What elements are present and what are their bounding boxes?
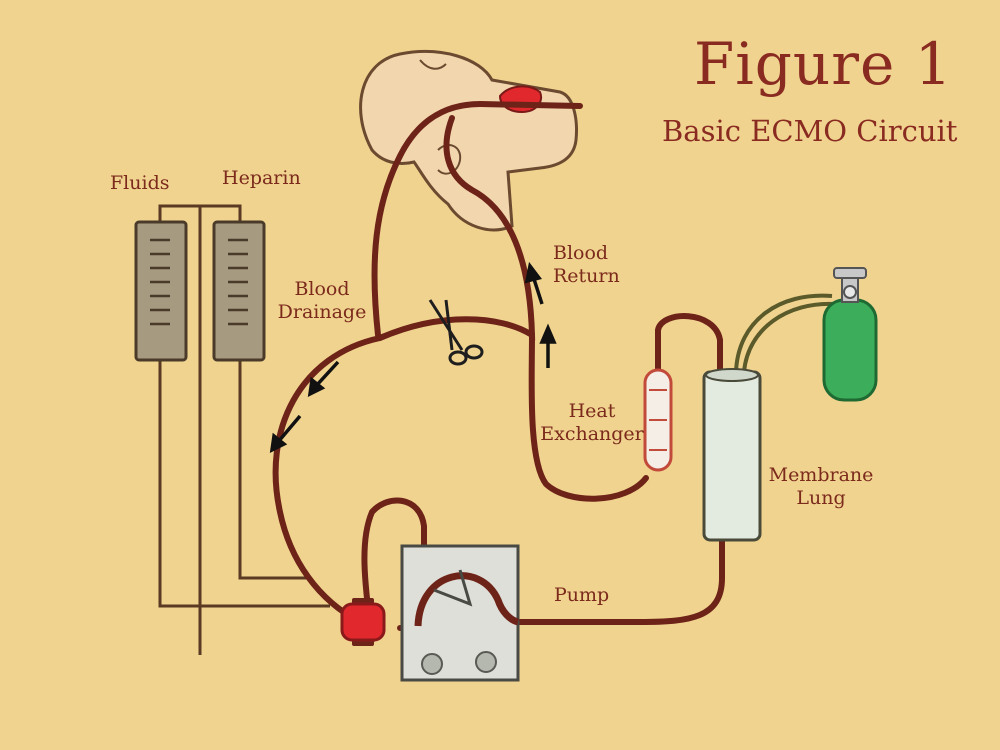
label-pump: Pump	[554, 584, 610, 606]
iv-stand	[158, 204, 330, 655]
fluids-bag-icon	[134, 220, 188, 362]
clamp-scissors-icon	[428, 299, 484, 366]
label-membrane-lung: Membrane Lung	[768, 464, 874, 509]
label-heparin: Heparin	[222, 167, 301, 189]
label-heat-exchanger: Heat Exchanger	[540, 400, 644, 445]
patient-head-icon	[359, 50, 578, 232]
heat-exchanger-icon	[643, 368, 673, 472]
label-fluids: Fluids	[110, 172, 170, 194]
label-blood-return: Blood Return	[553, 242, 620, 287]
membrane-lung-icon	[702, 368, 762, 542]
figure-subtitle: Basic ECMO Circuit	[662, 114, 958, 148]
circuit-tubing	[272, 100, 725, 643]
pump-icon	[400, 544, 520, 682]
heparin-bag-icon	[212, 220, 266, 362]
flow-arrow-icon	[269, 261, 557, 454]
figure-title: Figure 1	[694, 30, 953, 98]
oxygen-tank-icon	[822, 267, 878, 402]
oxygen-line	[734, 293, 835, 373]
label-blood-drainage: Blood Drainage	[277, 278, 367, 323]
bladder-icon	[340, 598, 386, 646]
